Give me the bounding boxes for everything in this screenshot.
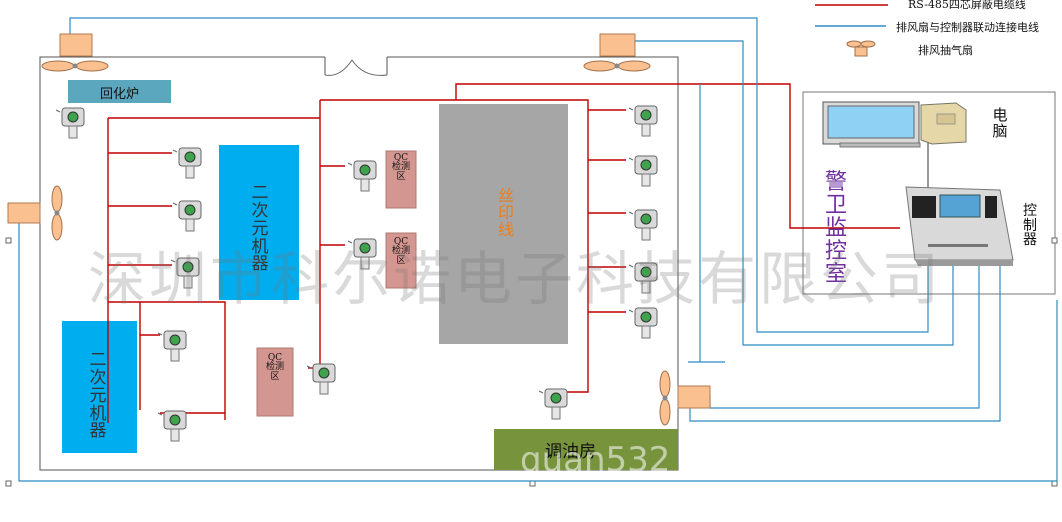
gas-detector-icon xyxy=(55,107,85,139)
gas-detector-icon xyxy=(157,410,187,442)
gas-detector-icon xyxy=(157,330,187,362)
legend-fan-icon xyxy=(846,40,876,57)
building-outline xyxy=(39,56,679,471)
gas-detector-icon xyxy=(538,388,568,420)
qc-area-3 xyxy=(256,347,294,417)
print-line-area xyxy=(439,104,568,344)
machine-room-left xyxy=(62,321,137,453)
exhaust-fan-icon xyxy=(41,33,109,72)
exhaust-fan-icon xyxy=(659,370,711,426)
legend-rs485-label: RS-485四芯屏蔽电缆线 xyxy=(908,0,1026,11)
computer-icon xyxy=(822,101,967,148)
qc-area-1 xyxy=(385,150,417,209)
legend-fan-link-label: 排风扇与控制器联动连接电线 xyxy=(896,21,1039,34)
gas-detector-icon xyxy=(628,307,658,339)
detectors-layer xyxy=(55,105,658,442)
controller-icon xyxy=(905,186,1014,266)
oil-room-label: 调油房 xyxy=(545,442,596,462)
gas-detector-icon xyxy=(628,155,658,187)
machine-room-top xyxy=(219,145,299,300)
gas-detector-icon xyxy=(306,363,336,395)
qc-2-label: QC检测区 xyxy=(392,237,411,266)
guard-room-label: 警卫监控室 xyxy=(824,170,847,288)
qc-3-label: QC检测区 xyxy=(265,353,284,382)
gas-detector-icon xyxy=(172,200,202,232)
furnace-room xyxy=(68,80,171,103)
qc-area-2 xyxy=(385,232,417,289)
gas-detector-icon xyxy=(170,257,200,289)
print-line-label: 丝印线 xyxy=(497,186,514,239)
machine-top-label: 二次元机器 xyxy=(251,183,269,275)
computer-label: 电脑 xyxy=(992,106,1008,140)
machine-left-label: 二次元机器 xyxy=(89,350,107,442)
oil-room xyxy=(494,429,678,470)
fans-layer xyxy=(7,33,876,426)
gas-detector-icon xyxy=(628,105,658,137)
exhaust-fan-icon xyxy=(583,33,651,72)
qc-1-label: QC检测区 xyxy=(392,153,411,182)
legend-fan-label: 排风抽气扇 xyxy=(918,44,973,57)
gas-detector-icon xyxy=(172,147,202,179)
exhaust-fan-icon xyxy=(7,185,63,241)
gas-detector-icon xyxy=(628,209,658,241)
rs485-wiring xyxy=(107,83,900,423)
gas-detector-icon xyxy=(628,262,658,294)
furnace-label: 回化炉 xyxy=(100,87,140,102)
controller-label: 控制器 xyxy=(1023,203,1037,249)
gas-detector-icon xyxy=(347,160,377,192)
gas-detector-icon xyxy=(347,238,377,270)
